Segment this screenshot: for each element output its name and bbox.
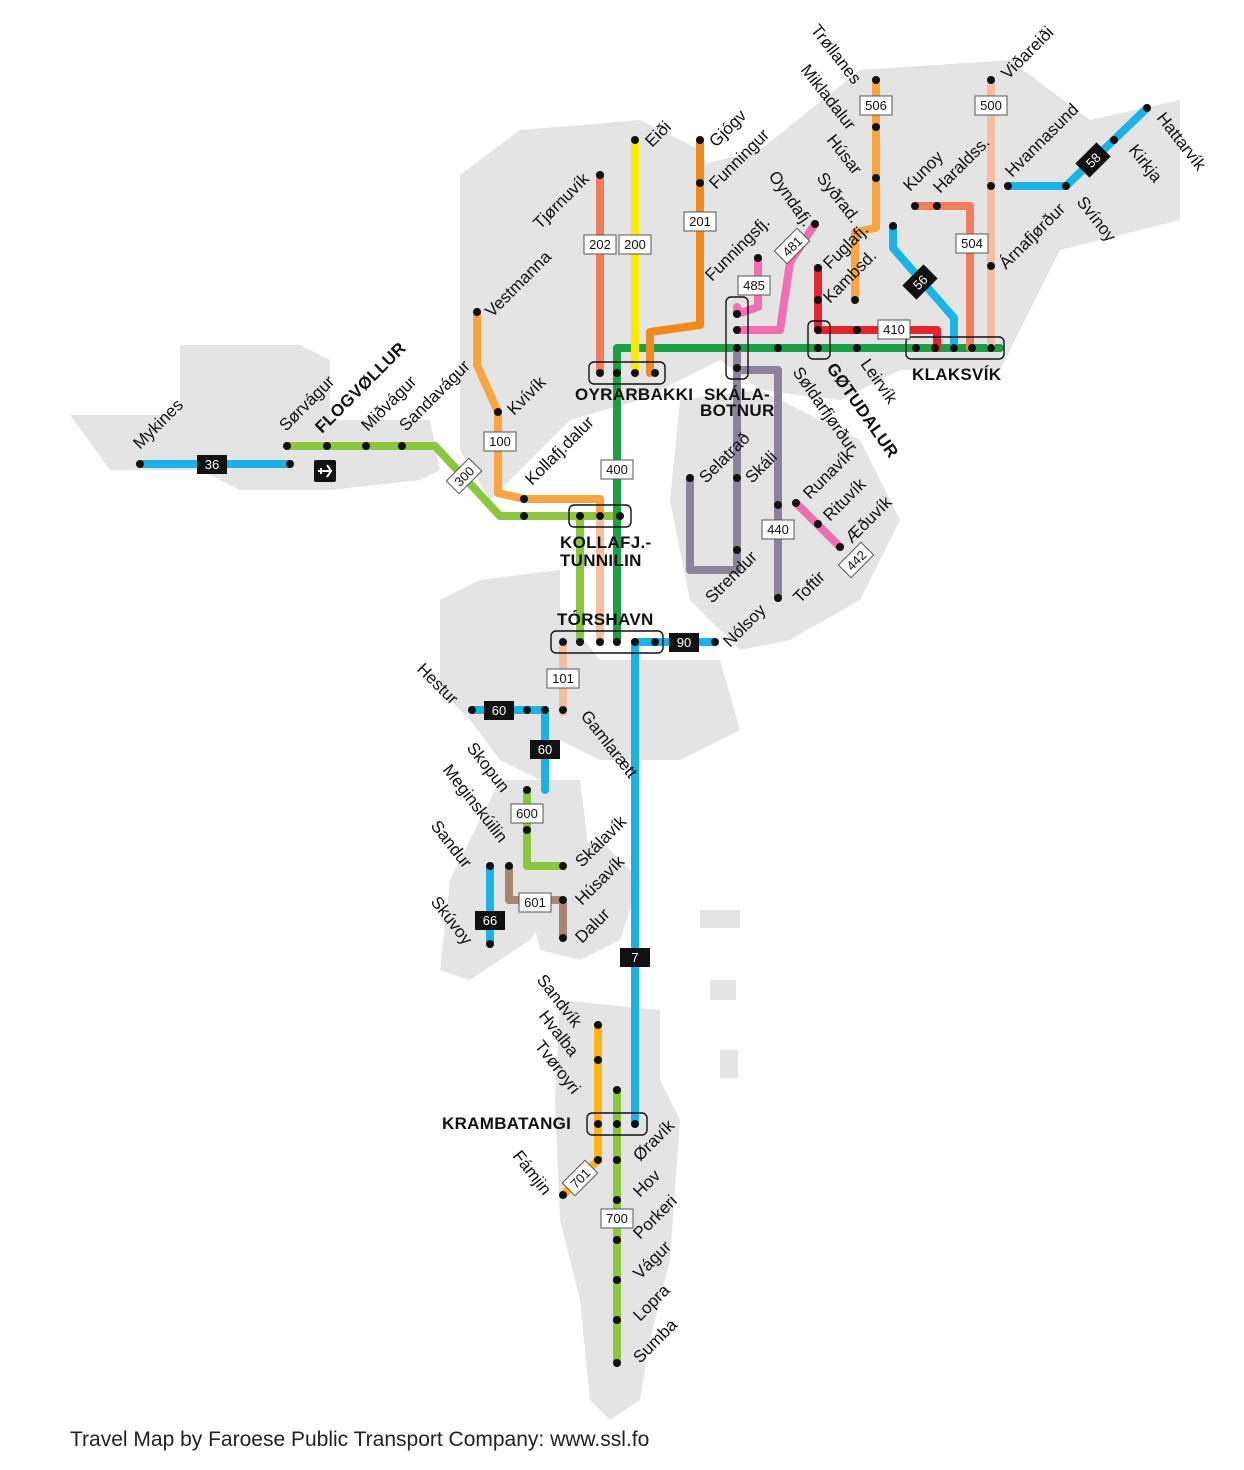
svg-text:60: 60 xyxy=(492,703,506,718)
svg-text:440: 440 xyxy=(767,522,789,537)
hub-krambatangi: KRAMBATANGI xyxy=(442,1114,571,1133)
route-400-line xyxy=(613,344,1004,646)
route-badge-66: 66 xyxy=(475,911,505,930)
route-selatrad-line xyxy=(686,366,741,574)
hub-skala-line1: SKÁLA- xyxy=(704,385,770,404)
map-caption: Travel Map by Faroese Public Transport C… xyxy=(70,1428,650,1451)
svg-text:201: 201 xyxy=(689,214,711,229)
route-badge-7: 7 xyxy=(620,948,650,967)
route-506-line xyxy=(851,76,880,304)
route-badge-485: 485 xyxy=(737,275,771,296)
route-badge-700: 700 xyxy=(600,1208,634,1229)
route-badge-504: 504 xyxy=(955,233,989,254)
route-100-line xyxy=(473,308,604,519)
route-badge-600: 600 xyxy=(510,803,544,824)
svg-text:101: 101 xyxy=(552,671,574,686)
route-badge-100: 100 xyxy=(483,431,517,452)
svg-text:200: 200 xyxy=(624,237,646,252)
route-badge-400: 400 xyxy=(600,459,634,480)
route-badge-440: 440 xyxy=(761,519,795,540)
route-201-line xyxy=(646,136,704,377)
svg-text:100: 100 xyxy=(489,434,511,449)
route-badge-36: 36 xyxy=(197,455,227,474)
svg-text:700: 700 xyxy=(606,1211,628,1226)
route-badge-56: 56 xyxy=(902,264,938,300)
svg-text:36: 36 xyxy=(205,457,219,472)
hub-skala-line2: BOTNUR xyxy=(700,401,775,420)
svg-text:485: 485 xyxy=(743,278,765,293)
svg-text:504: 504 xyxy=(961,236,983,251)
route-badge-601: 601 xyxy=(518,892,552,913)
airport-icon xyxy=(314,460,336,482)
label-famjin: Fámjin xyxy=(509,1147,555,1199)
route-badge-200: 200 xyxy=(618,234,652,255)
route-440-line xyxy=(733,344,782,602)
hub-boxes xyxy=(550,296,1005,1136)
svg-text:400: 400 xyxy=(606,462,628,477)
svg-text:66: 66 xyxy=(483,913,497,928)
hub-klaksvik: KLAKSVÍK xyxy=(912,365,1002,384)
hub-torshavn: TÓRSHAVN xyxy=(557,610,654,629)
route-badge-58: 58 xyxy=(1075,142,1111,178)
stops xyxy=(136,76,1151,1367)
route-badge-201: 201 xyxy=(683,211,717,232)
route-badge-202: 202 xyxy=(583,234,617,255)
svg-text:506: 506 xyxy=(865,98,887,113)
svg-text:410: 410 xyxy=(883,322,905,337)
route-badge-101: 101 xyxy=(546,668,580,689)
svg-text:600: 600 xyxy=(516,806,538,821)
hub-kollafj-line2: TUNNILIN xyxy=(560,551,642,570)
route-badge-60a: 60 xyxy=(484,701,514,720)
route-badge-410: 410 xyxy=(877,319,911,340)
land-shapes xyxy=(70,60,1180,1420)
hub-kollafj-line1: KOLLAFJ.- xyxy=(560,533,651,552)
svg-text:500: 500 xyxy=(980,98,1002,113)
svg-text:90: 90 xyxy=(677,635,691,650)
route-badge-506: 506 xyxy=(859,95,893,116)
svg-text:60: 60 xyxy=(538,742,552,757)
route-badge-60b: 60 xyxy=(530,740,560,759)
route-badge-500: 500 xyxy=(974,95,1008,116)
route-badge-90: 90 xyxy=(669,633,699,652)
svg-text:601: 601 xyxy=(524,895,546,910)
svg-text:202: 202 xyxy=(589,237,611,252)
hub-oyrarbakki: OYRARBAKKI xyxy=(575,385,693,404)
svg-text:7: 7 xyxy=(631,950,638,965)
